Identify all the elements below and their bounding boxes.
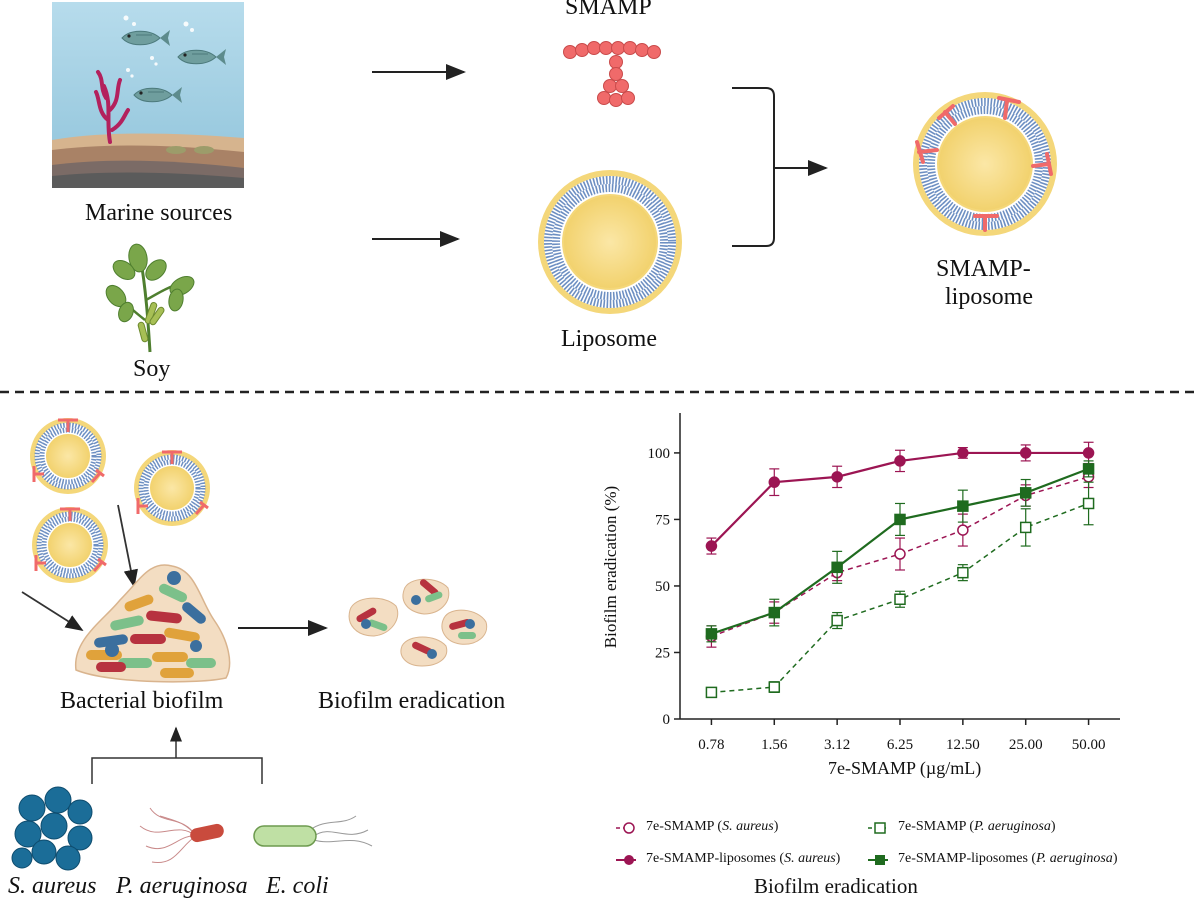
bacteria-label-s-aureus: S. aureus (8, 873, 97, 899)
chart-y-axis-label: Biofilm eradication (%) (601, 485, 620, 649)
legend-item-1-organism: S. aureus (722, 819, 774, 834)
chart-point (768, 476, 781, 488)
chart-point (768, 681, 781, 693)
legend-item-4-organism: P. aeruginosa (1036, 851, 1113, 866)
legend-item-2-prefix: 7e-SMAMP ( (898, 819, 975, 834)
marine-sources-illustration (52, 2, 244, 188)
chart-x-tick-label: 50.00 (1072, 737, 1106, 753)
liposome-label: Liposome (561, 326, 657, 352)
chart-x-tick-label: 0.78 (698, 737, 724, 753)
legend-item-2-organism: P. aeruginosa (974, 819, 1051, 834)
liposome-small-icon-1 (30, 418, 106, 494)
chart-point (1082, 463, 1095, 475)
chart-point (894, 548, 906, 560)
chart-x-tick-label: 6.25 (887, 737, 913, 753)
bacteria-label-p-aeruginosa: P. aeruginosa (116, 873, 248, 899)
merge-bracket (732, 87, 775, 247)
soy-plant-illustration (105, 243, 195, 353)
chart-point (1019, 447, 1032, 459)
chart-point (831, 614, 843, 627)
legend-item-3-organism: S. aureus (784, 851, 836, 866)
chart-x-tick-label: 25.00 (1009, 737, 1043, 753)
smamp-molecule-icon (563, 41, 661, 107)
smamp-liposome-icon (913, 92, 1057, 236)
legend-item-1-suffix: ) (773, 819, 779, 834)
chart-y-tick-label: 0 (663, 712, 671, 728)
chart-point (894, 513, 906, 526)
smamp-liposome-label-line1: SMAMP- (936, 256, 1031, 282)
chart-y-tick-label: 50 (655, 579, 670, 595)
seaweed-icon (94, 70, 130, 144)
chart-y-tick-label: 100 (648, 446, 671, 462)
legend-item-2-suffix: ) (1050, 819, 1056, 834)
legend-item-3-suffix: ) (835, 851, 841, 866)
chart-x-axis-label: 7e-SMAMP (µg/mL) (828, 758, 982, 778)
biofilm-eradication-chart: 0 25 50 75 100 0.78 1.56 3.12 6.25 12.50 25.00 50.0… (648, 413, 1120, 753)
chart-point (957, 500, 969, 512)
chart-point (1019, 487, 1032, 499)
legend-item-4: 7e-SMAMP-liposomes (P. aeruginosa) (898, 851, 1117, 867)
soy-label: Soy (133, 356, 171, 382)
chart-x-tick-label: 3.12 (824, 737, 850, 753)
chart-point (705, 686, 718, 699)
legend-marker-open-square (868, 822, 888, 834)
chart-y-tick-label: 25 (655, 645, 670, 661)
biofilm-eradication-label: Biofilm eradication (318, 688, 506, 714)
chart-point (894, 593, 906, 606)
legend-item-1-prefix: 7e-SMAMP ( (646, 819, 723, 834)
bacteria-bracket (91, 757, 263, 784)
chart-point (831, 471, 843, 483)
legend-marker-open-circle (616, 822, 636, 834)
legend-marker-filled-circle (616, 855, 636, 865)
legend-item-4-prefix: 7e-SMAMP-liposomes ( (898, 851, 1037, 866)
chart-point (957, 447, 969, 459)
liposome-small-icon-2 (134, 450, 210, 526)
chart-point (894, 455, 906, 467)
liposome-icon (538, 170, 682, 314)
legend-item-3: 7e-SMAMP-liposomes (S. aureus) (646, 851, 840, 867)
chart-point (768, 606, 781, 619)
chart-x-tick-label: 1.56 (761, 737, 788, 753)
chart-y-tick-label: 75 (655, 512, 670, 528)
chart-point (705, 628, 718, 640)
legend-marker-filled-square (868, 855, 888, 865)
chart-caption: Biofilm eradication (754, 874, 918, 898)
chart-point (831, 561, 843, 574)
chart-point (957, 566, 969, 579)
bacterial-biofilm-illustration (75, 564, 231, 683)
legend-item-1: 7e-SMAMP (S. aureus) (646, 819, 778, 835)
smamp-label: SMAMP (565, 0, 652, 20)
e-coli-icon (253, 815, 373, 847)
eradicated-biofilm-illustration (348, 578, 488, 667)
bacterial-biofilm-label: Bacterial biofilm (60, 688, 224, 714)
marine-sources-label: Marine sources (85, 200, 233, 226)
bacteria-label-e-coli: E. coli (266, 873, 329, 899)
p-aeruginosa-icon (139, 807, 224, 863)
liposome-small-icon-3 (32, 507, 108, 583)
arrow-liposome-2 (21, 591, 84, 631)
smamp-liposome-label-line2: liposome (945, 284, 1033, 310)
arrow-liposome-1 (117, 504, 138, 588)
chart-point (705, 540, 718, 552)
legend-item-3-prefix: 7e-SMAMP-liposomes ( (646, 851, 785, 866)
s-aureus-cluster-icon (11, 786, 93, 871)
legend-item-4-suffix: ) (1112, 851, 1118, 866)
chart-point (1019, 521, 1032, 534)
chart-x-tick-label: 12.50 (946, 737, 980, 753)
chart-point (957, 524, 969, 536)
chart-point (1082, 447, 1095, 459)
chart-point (1082, 497, 1095, 510)
legend-item-2: 7e-SMAMP (P. aeruginosa) (898, 819, 1056, 835)
